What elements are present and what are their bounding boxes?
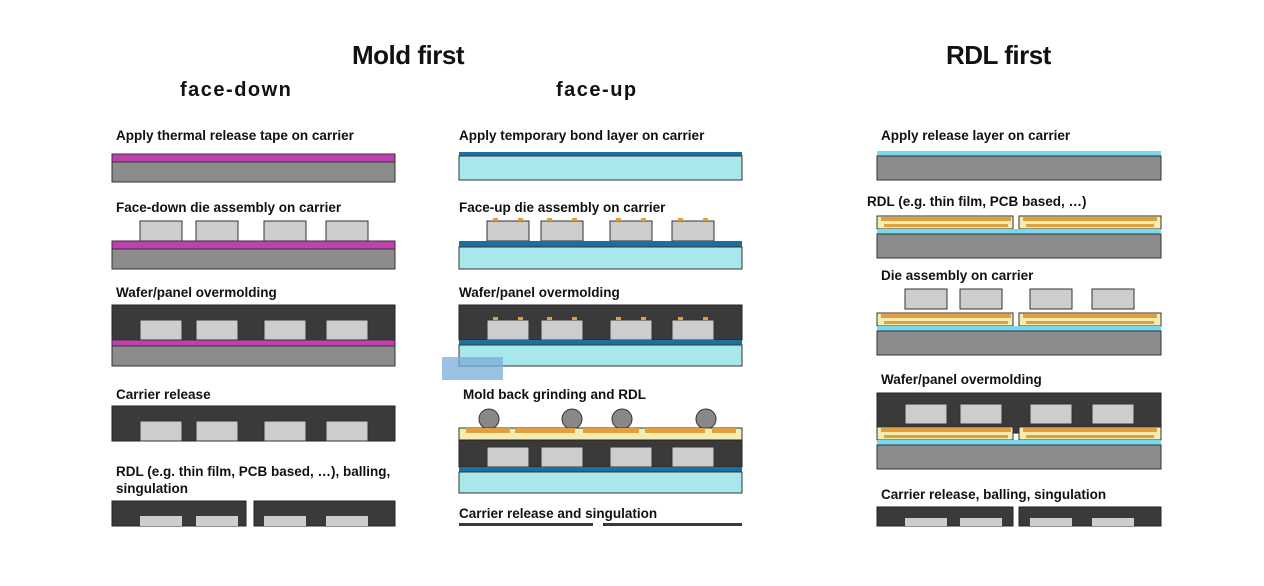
rf-step-3-drawing xyxy=(876,288,1162,356)
mold-first-heading: Mold first xyxy=(352,40,465,70)
fd-step-5-label: RDL (e.g. thin film, PCB based, …), ball… xyxy=(116,464,391,496)
fd-step-2-label: Face-down die assembly on carrier xyxy=(116,200,342,215)
fu-step-2-drawing xyxy=(458,218,743,270)
fd-step-1-drawing xyxy=(111,153,396,183)
fd-step-5-drawing xyxy=(111,500,396,527)
fd-step-2-drawing xyxy=(111,220,396,270)
fu-step-5-label: Carrier release and singulation xyxy=(459,506,658,521)
rdl-first-heading: RDL first xyxy=(946,40,1051,70)
rf-step-4-drawing xyxy=(876,392,1162,470)
fu-step-1-label: Apply temporary bond layer on carrier xyxy=(459,128,705,143)
rf-step-1-drawing xyxy=(876,151,1162,181)
rf-step-2-drawing xyxy=(876,215,1162,259)
face-down-heading: face-down xyxy=(180,79,293,101)
fu-step-4-label: Mold back grinding and RDL xyxy=(463,387,646,402)
fd-step-3-label: Wafer/panel overmolding xyxy=(116,285,277,300)
rf-step-4-label: Wafer/panel overmolding xyxy=(881,372,1042,387)
fu-step-4-drawing xyxy=(458,408,743,494)
fd-step-3-drawing xyxy=(111,304,396,367)
fu-step-2-label: Face-up die assembly on carrier xyxy=(459,200,666,215)
rf-step-3-label: Die assembly on carrier xyxy=(881,268,1034,283)
fu-step-3-label: Wafer/panel overmolding xyxy=(459,285,620,300)
fd-step-1-label: Apply thermal release tape on carrier xyxy=(116,128,354,143)
fd-step-4-label: Carrier release xyxy=(116,387,211,402)
fu-step-3-drawing xyxy=(442,304,743,380)
rf-step-1-label: Apply release layer on carrier xyxy=(881,128,1071,143)
fu-step-1-drawing xyxy=(458,152,743,181)
fu-step-5-drawing xyxy=(459,523,742,526)
face-up-heading: face-up xyxy=(556,79,638,101)
rf-step-5-label: Carrier release, balling, singulation xyxy=(881,487,1107,502)
rf-step-5-drawing xyxy=(876,506,1162,527)
rf-step-2-label: RDL (e.g. thin film, PCB based, …) xyxy=(867,194,1087,209)
fd-step-4-drawing xyxy=(111,405,396,442)
